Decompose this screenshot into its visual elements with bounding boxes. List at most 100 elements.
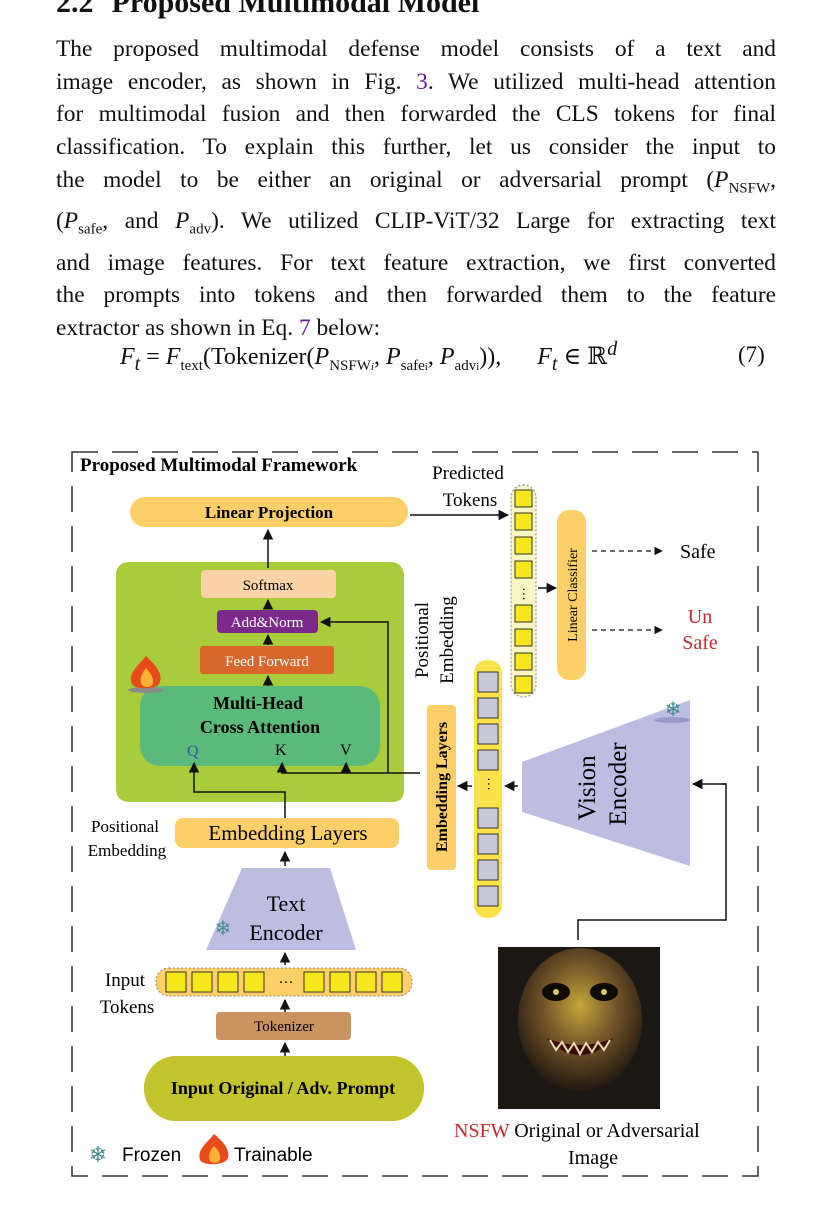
equation-ref-link[interactable]: 7 bbox=[298, 314, 311, 341]
math-subscript: adv bbox=[189, 221, 212, 238]
image-embedding-box bbox=[427, 705, 456, 870]
predicted-ellipsis: ··· bbox=[515, 587, 530, 601]
text-run: , and bbox=[102, 208, 176, 235]
para-line-1: The proposed multimodal defense model co… bbox=[56, 36, 776, 62]
equation-number: (7) bbox=[738, 342, 765, 367]
figure-title: Proposed Multimodal Framework bbox=[80, 455, 358, 476]
key-label: K bbox=[275, 742, 287, 759]
token-square bbox=[514, 560, 533, 579]
math-subscript: safe bbox=[400, 357, 425, 374]
para-line-2: image encoder, as shown in Fig. 3. We ut… bbox=[56, 66, 776, 99]
para-line-7: and image features. For text feature ext… bbox=[56, 249, 776, 276]
unsafe-label-line1: Un bbox=[688, 606, 712, 628]
linear-projection-label: Linear Projection bbox=[205, 503, 334, 522]
nsfw-image bbox=[498, 947, 660, 1109]
snowflake-icon: ❄ bbox=[89, 1142, 107, 1167]
token-square bbox=[514, 489, 533, 508]
figure-ref-link[interactable]: 3 bbox=[416, 68, 428, 95]
text-run: ( bbox=[56, 208, 64, 235]
token-square bbox=[329, 971, 351, 993]
para-line-8: the prompts into tokens and then forward… bbox=[56, 282, 776, 309]
mhca-box bbox=[140, 686, 380, 766]
vision-encoder-shape bbox=[522, 700, 690, 866]
math-op: = bbox=[140, 344, 166, 370]
math-op: ∈ ℝ bbox=[557, 344, 608, 370]
image-caption-nsfw: NSFW bbox=[454, 1120, 510, 1142]
predicted-label-line2: Tokens bbox=[443, 490, 498, 511]
tokenizer-label: Tokenizer bbox=[254, 1019, 314, 1035]
token-square bbox=[217, 971, 239, 993]
math-symbol: F bbox=[537, 344, 552, 370]
token-square bbox=[243, 971, 265, 993]
vision-encoder-line1: Vision bbox=[574, 755, 601, 821]
vision-encoder-line2: Encoder bbox=[605, 742, 632, 826]
token-square bbox=[514, 628, 533, 647]
token-square bbox=[477, 807, 499, 829]
math-superscript: d bbox=[607, 338, 618, 360]
math-symbol: P bbox=[385, 344, 401, 370]
arrow-query bbox=[188, 761, 286, 818]
text-run: image encoder, as shown in Fig. bbox=[56, 68, 417, 95]
section-title: Proposed Multimodal Model bbox=[111, 0, 480, 19]
para-line-9: extractor as shown in Eq. 7 below: bbox=[56, 312, 776, 345]
predicted-label-line1: Predicted bbox=[432, 463, 504, 484]
math-subscript: NSFW bbox=[728, 180, 771, 197]
text-run: the model to be either an original or ad… bbox=[56, 166, 715, 193]
math-subscript: t bbox=[134, 352, 141, 375]
math-subsubscript: i bbox=[424, 360, 428, 373]
text-run: ). We utilized CLIP-ViT/32 Large for ext… bbox=[211, 208, 777, 235]
legend-trainable-label: Trainable bbox=[234, 1145, 313, 1166]
para-line-3: for multimodal fusion and then forwarded… bbox=[56, 101, 776, 128]
image-tokens bbox=[477, 671, 499, 907]
mhca-label-line1: Multi-Head bbox=[213, 693, 303, 713]
svg-text:❄: ❄ bbox=[665, 699, 682, 721]
math-text: , bbox=[373, 344, 386, 370]
para-line-6: (Psafe, and Padv). We utilized CLIP-ViT/… bbox=[56, 205, 776, 246]
token-square bbox=[477, 671, 499, 693]
predicted-tokens bbox=[514, 489, 533, 694]
math-symbol: P bbox=[714, 166, 729, 193]
positional-embedding-v-line2: Embedding bbox=[437, 596, 458, 684]
input-prompt-label: Input Original / Adv. Prompt bbox=[171, 1078, 395, 1098]
token-square bbox=[165, 971, 187, 993]
math-symbol: F bbox=[165, 344, 181, 370]
token-square bbox=[477, 885, 499, 907]
body-paragraph: The proposed multimodal defense model co… bbox=[56, 33, 776, 345]
math-symbol: P bbox=[175, 208, 190, 235]
token-square bbox=[514, 652, 533, 671]
safe-label: Safe bbox=[680, 541, 716, 563]
flame-icon bbox=[128, 656, 164, 693]
token-square bbox=[303, 971, 325, 993]
positional-embedding-line1: Positional bbox=[91, 817, 159, 836]
token-square bbox=[191, 971, 213, 993]
linear-classifier-label: Linear Classifier bbox=[566, 548, 581, 642]
add-norm-label: Add&Norm bbox=[231, 615, 304, 631]
text-run: , bbox=[770, 166, 776, 193]
token-square bbox=[514, 675, 533, 694]
token-square bbox=[477, 749, 499, 771]
image-caption-line1: NSFW Original or Adversarial bbox=[454, 1120, 700, 1142]
math-symbol: P bbox=[439, 344, 455, 370]
para-line-5: the model to be either an original or ad… bbox=[56, 164, 776, 205]
softmax-box bbox=[201, 570, 336, 598]
text-run: extractor as shown in Eq. bbox=[56, 314, 299, 341]
math-subscript: safe bbox=[78, 221, 103, 238]
math-subscript: text bbox=[180, 357, 203, 374]
text-encoder-shape bbox=[206, 868, 356, 950]
legend-frozen-label: Frozen bbox=[122, 1145, 181, 1166]
math-text: )), bbox=[479, 344, 502, 370]
input-token-ellipsis: ··· bbox=[279, 975, 294, 991]
linear-classifier-box bbox=[557, 510, 586, 680]
tokenizer-box bbox=[216, 1012, 351, 1040]
math-subsubscript: i bbox=[370, 360, 374, 373]
token-square bbox=[514, 512, 533, 531]
image-embedding-label: Embedding Layers bbox=[434, 722, 451, 852]
image-token-ellipsis: ··· bbox=[480, 777, 495, 791]
token-square bbox=[514, 536, 533, 555]
math-subscript: NSFW bbox=[329, 357, 371, 374]
section-number: 2.2 bbox=[56, 0, 94, 19]
token-square bbox=[477, 697, 499, 719]
text-run: . We utilized multi-head attention bbox=[427, 68, 776, 95]
query-label: Q bbox=[187, 743, 199, 760]
math-text: , bbox=[427, 344, 440, 370]
